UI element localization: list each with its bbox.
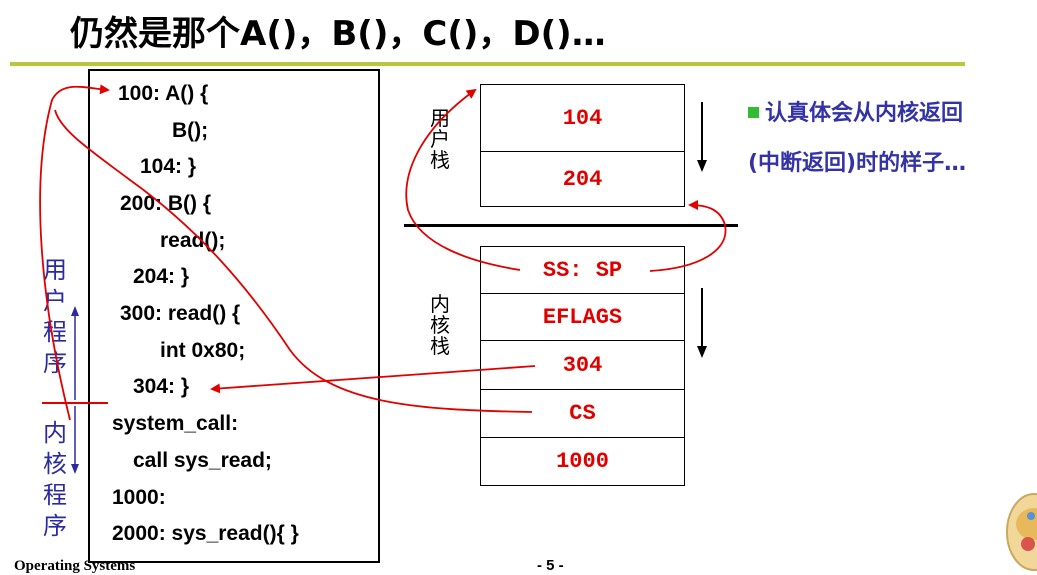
label-char: 核 xyxy=(430,313,450,337)
kernel-program-label: 内 核 程 序 xyxy=(40,418,70,542)
label-char: 栈 xyxy=(430,148,450,172)
label-char: 户 xyxy=(430,127,450,151)
stack-divider xyxy=(404,224,738,227)
code-line: read(); xyxy=(160,229,226,252)
os-logo xyxy=(1004,488,1037,575)
arrowhead-down-icon xyxy=(71,464,79,474)
footer-course: Operating Systems xyxy=(14,558,136,574)
arrowhead-up-icon xyxy=(71,306,79,316)
label-char: 内 xyxy=(430,292,450,316)
code-listing-box xyxy=(88,69,380,563)
code-line: B(); xyxy=(172,119,209,142)
code-line: 200: B() { xyxy=(120,192,212,215)
code-line: 100: A() { xyxy=(118,82,209,105)
code-line: 300: read() { xyxy=(120,302,241,325)
user-kernel-split-line xyxy=(42,402,108,404)
code-line: int 0x80; xyxy=(160,339,246,362)
page-number: - 5 - xyxy=(537,557,564,574)
note-line-1: 认真体会从内核返回 xyxy=(748,95,963,127)
kernel-stack-cell: SS: SP xyxy=(480,246,685,294)
code-line: 204: } xyxy=(133,265,190,288)
return-address-arrow xyxy=(210,365,536,394)
label-char: 用 xyxy=(43,256,67,284)
code-line: call sys_read; xyxy=(133,449,272,472)
arrowhead-down-icon xyxy=(697,160,707,172)
ss-sp-restore-arrow xyxy=(649,200,727,272)
kernel-stack-cell: 1000 xyxy=(480,437,685,486)
code-line: 2000: sys_read(){ } xyxy=(112,522,299,545)
code-line: 1000: xyxy=(112,486,166,509)
code-line: 104: } xyxy=(140,155,197,178)
label-char: 用 xyxy=(430,106,450,130)
label-char: 程 xyxy=(43,318,67,346)
label-char: 核 xyxy=(43,450,67,478)
label-char: 程 xyxy=(43,481,67,509)
label-char: 内 xyxy=(43,419,67,447)
cs-flow-curve xyxy=(54,109,533,413)
label-char: 序 xyxy=(43,512,67,540)
bullet-icon xyxy=(748,106,759,118)
user-stack-cell: 204 xyxy=(480,151,685,207)
label-char: 栈 xyxy=(430,334,450,358)
note-text: 认真体会从内核返回 xyxy=(765,101,964,126)
return-flow-curve xyxy=(39,84,110,421)
title-underline xyxy=(10,62,965,66)
code-line: 304: } xyxy=(133,375,190,398)
note-line-2: (中断返回)时的样子… xyxy=(748,151,967,176)
slide-title: 仍然是那个A()，B()，C()，D()… xyxy=(70,14,606,54)
kernel-stack-label: 内 核 栈 xyxy=(428,294,452,357)
user-stack-pointer-curve xyxy=(405,88,521,271)
arrowhead-down-icon xyxy=(697,346,707,358)
user-stack-label: 用 户 栈 xyxy=(428,108,452,171)
code-line: system_call: xyxy=(112,412,239,435)
